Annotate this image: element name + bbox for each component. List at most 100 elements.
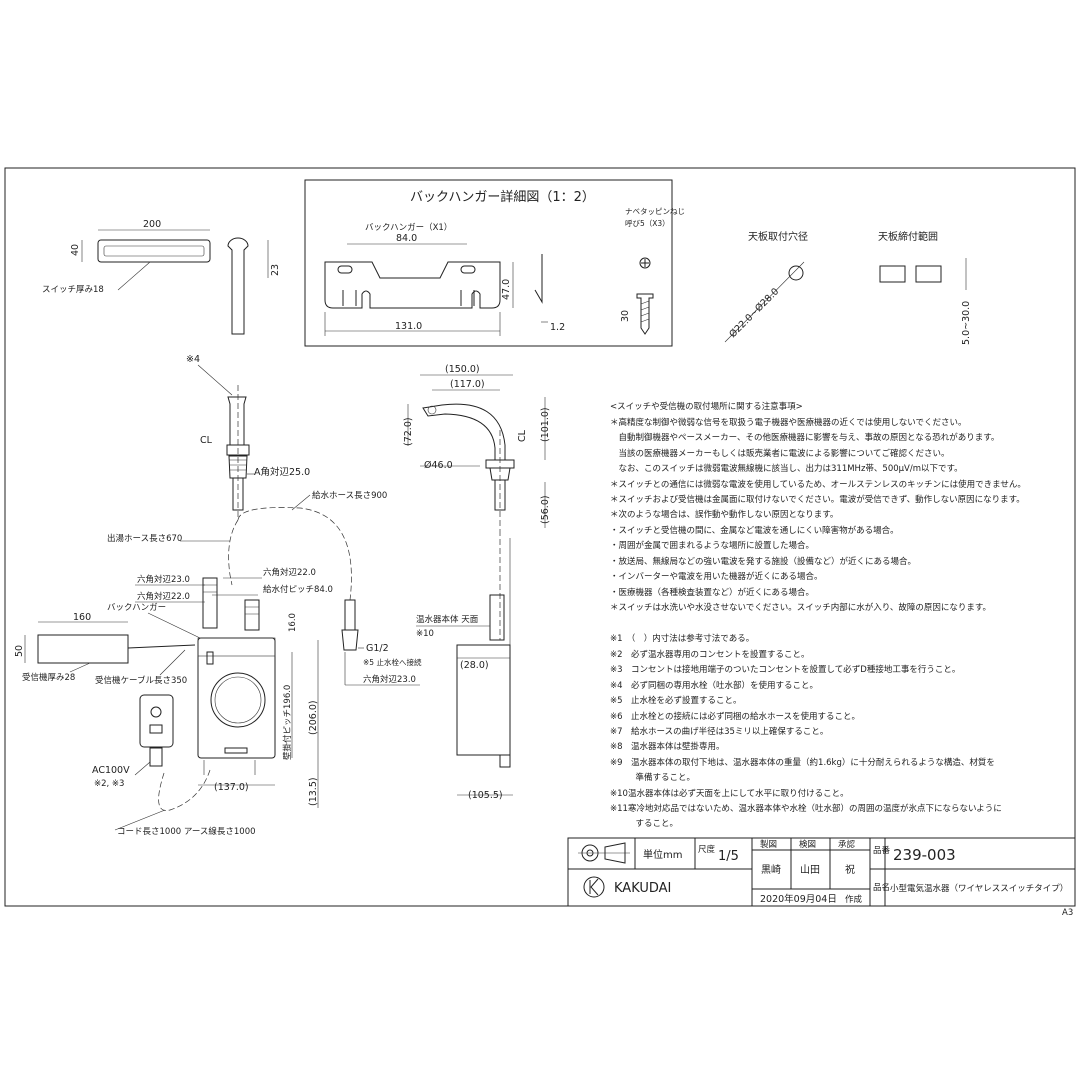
receiver-box [37,634,129,664]
receiver-dim-50: 50 [14,645,25,657]
title-block: 単位mm 尺度 1/5 製図 検図 承認 黒崎 山田 祝 品番 239-003 … [567,837,1076,918]
dim-1-2: 1.2 [550,322,565,333]
supply-hose-label: 給水ホース長さ900 [312,490,387,501]
faucet-dim-46: Ø46.0 [424,460,453,471]
receiver-dim-160: 160 [73,612,91,623]
hanger-label: バックハンガー（X1） [365,222,452,233]
faucet-dim-150: (150.0) [445,364,480,375]
sheet-size: A3 [1062,908,1073,918]
screw-label-1: ナベタッピンねじ [625,207,685,216]
outlet-hose-label: 出湯ホース長さ670 [107,533,182,544]
note-line: ・周囲が金属で囲まれるような場所に設置した場合。 [610,540,814,551]
back-hanger-detail: バックハンガー詳細図（1：2） バックハンガー（X1） 84.0 131.0 4… [304,179,685,347]
faucet-front-view: (150.0) (117.0) (72.0) (101.0) Ø46.0 CL … [403,364,551,530]
person-approve: 祝 [845,863,855,876]
screw-label-2: 呼び5（X3） [625,218,670,228]
dim-47: 47.0 [501,279,512,300]
side-note-10: ※10 [416,629,434,639]
faucet-side-cl: CL [200,435,213,446]
ac-notes: ※2, ※3 [94,779,124,789]
range-title: 天板締付範囲 [878,230,938,243]
header-check: 検図 [799,839,816,850]
notes-top: <スイッチや受信機の取付場所に関する注意事項> ＊高精度な制御や微弱な信号を取扱… [610,401,1026,613]
power-plug: AC100V ※2, ※3 コード長さ1000 アース線長さ1000 [92,694,256,837]
outlet-hose-loop [228,519,239,586]
scale-label: 尺度 [698,844,716,855]
heater-side-body [456,644,511,756]
note-line: ※9 温水器本体の取付下地は、温水器本体の重量（約1.6kg）に十分耐えられるよ… [610,757,995,768]
header-approve: 承認 [838,839,856,850]
hex-22b-label: 六角対辺22.0 [137,591,190,602]
dim-206-label: (206.0) [308,700,319,735]
kakudai-logo-icon [583,876,605,898]
back-hanger-label: バックハンガー [107,602,166,613]
range-dim: 5.0~30.0 [961,301,972,345]
note-line: ・放送局、無線局などの強い電波を発する施設（設備など）が近くにある場合。 [610,556,916,567]
side-dim-28: (28.0) [460,660,489,671]
note-line: <スイッチや受信機の取付場所に関する注意事項> [610,401,803,412]
hex-23b-label: 六角対辺23.0 [363,674,416,685]
faucet-dim-56: (56.0) [540,495,551,524]
note-line: ※4 必ず同梱の専用水栓（吐水部）を使用すること。 [610,680,818,691]
brand-name: KAKUDAI [614,881,671,896]
switch-dim-23: 23 [270,264,281,276]
note-line: ※2 必ず温水器専用のコンセントを設置すること。 [610,649,810,660]
screw-head-icon [639,257,651,269]
note-line: ＊スイッチとの通信には微弱な電波を使用しているため、オールステンレスのキッチンに… [610,479,1026,490]
hanger-side-profile [534,254,543,304]
back-hanger-plate [324,261,501,309]
note-line: ※6 止水栓との接続には必ず同梱の給水ホースを使用すること。 [610,711,860,722]
product-name: 小型電気温水器（ワイヤレススイッチタイプ） [890,883,1068,894]
hex-25: A角対辺25.0 [254,466,310,478]
faucet-dim-117: (117.0) [450,379,485,390]
note-line: 準備すること。 [610,772,695,783]
heater-dial-icon [210,672,266,728]
g12-label: G1/2 [366,643,389,654]
faucet-side-view: ※4 CL A角対辺25.0 [186,354,310,520]
note-line: ・医療機器（各種検査装置など）が近くにある場合。 [610,587,814,598]
screw-side-icon [636,293,654,335]
wireless-switch-view: 200 40 スイッチ厚み18 23 [42,219,281,335]
hex-22a-label: 六角対辺22.0 [263,567,316,578]
clamp-range-detail: 天板締付範囲 5.0~30.0 [878,230,972,345]
heater-side-view: 温水器本体 天面 ※10 (28.0) (105.5) [416,530,513,801]
switch-thickness: スイッチ厚み18 [42,285,104,295]
dim-30: 30 [620,310,631,322]
side-label: 温水器本体 天面 [416,614,479,625]
person-check: 山田 [800,864,820,876]
name-label: 品名 [873,882,890,893]
drawing-border [4,167,1076,907]
ac-label: AC100V [92,765,130,776]
unit-label: 単位mm [643,848,682,861]
wireless-switch-icon [97,239,211,263]
switch-side-icon [227,237,249,335]
hole-dim: Ø22.0~Ø28.0 [727,286,781,340]
switch-dim-40: 40 [70,244,81,256]
person-draw: 黒崎 [761,863,781,876]
faucet-dim-101: (101.0) [540,407,551,442]
note-line: ※8 温水器本体は壁掛専用。 [610,741,725,752]
note-line: ＊スイッチは水洗いや水没させないでください。スイッチ内部に水が入り、故障の原因に… [610,602,991,613]
cord-label: コード長さ1000 アース線長さ1000 [117,826,256,837]
dim-131: 131.0 [395,321,422,332]
dim-13-5-label: (13.5) [308,777,319,806]
note-line: ＊スイッチおよび受信機は金属面に取付けないでください。電波が受信できず、動作しな… [610,494,1025,505]
note-line: ・スイッチと受信機の間に、金属など電波を通しにくい障害物がある場合。 [610,525,899,536]
note-line: 当該の医療機器メーカーもしくは販売業者に電波による影響についてご確認ください。 [610,448,950,459]
mounting-hole-icon [788,265,804,281]
header-draw: 製図 [760,839,777,850]
part-no-label: 品番 [873,845,891,856]
part-number: 239-003 [893,846,956,864]
detail-title: バックハンガー詳細図（1：2） [410,189,595,205]
note-4: ※4 [186,354,200,365]
side-dim-105: (105.5) [468,790,503,801]
dim-137-label: (137.0) [214,782,249,793]
made-label: 作成 [845,894,863,905]
note-5-label: ※5 止水栓へ接続 [363,657,422,667]
note-line: ※5 止水栓を必ず設置すること。 [610,695,742,706]
projection-symbol-icon [578,842,630,864]
note-line: ・インバーターや電波を用いた機器が近くにある場合。 [610,571,823,582]
note-line: ※10温水器本体は必ず天面を上にして水平に取り付けること。 [610,788,849,799]
receiver-cable: 受信機ケーブル長さ350 [95,675,187,686]
